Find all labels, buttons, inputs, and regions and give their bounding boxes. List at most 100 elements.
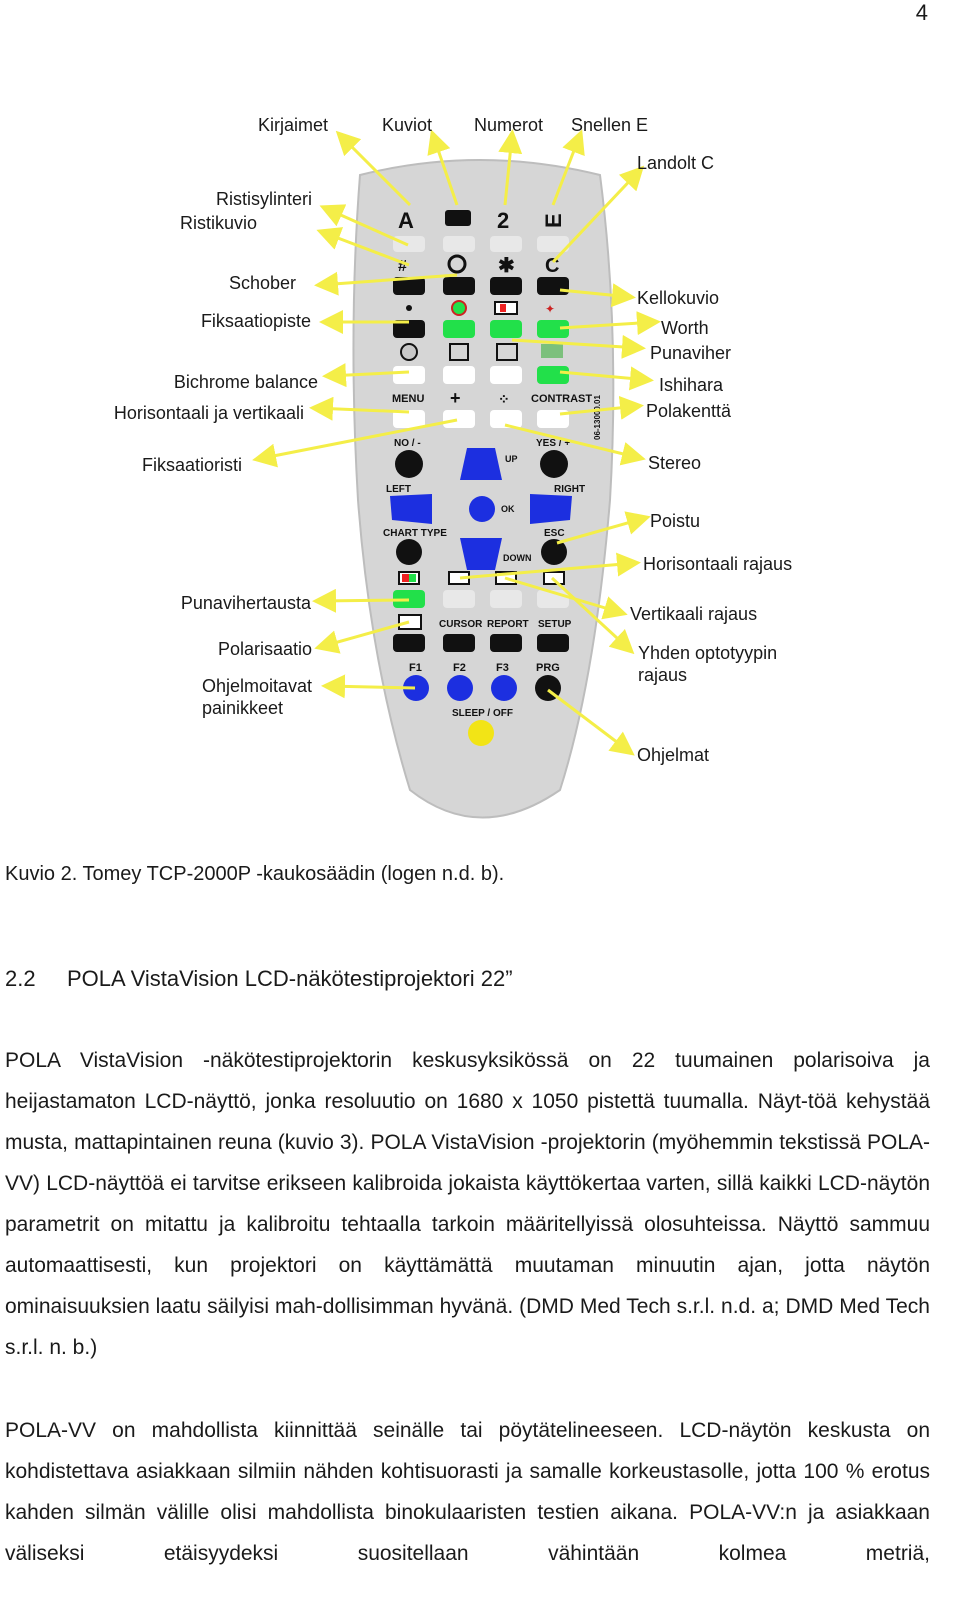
remote-label-left: LEFT [386, 484, 411, 495]
up-key [460, 448, 502, 480]
label-bichrome-balance: Bichrome balance [173, 372, 318, 392]
esc-key [541, 539, 567, 565]
label-ohjelmoitavat: Ohjelmoitavat [202, 676, 313, 696]
remote-control-figure: A 2 E # ✱ C ✦ [113, 115, 793, 819]
remote-label-contrast: CONTRAST [531, 393, 592, 405]
remote-key [537, 320, 569, 338]
label-kellokuvio: Kellokuvio [637, 288, 720, 308]
remote-control-illustration: A 2 E # ✱ C ✦ [252, 129, 661, 819]
label-worth: Worth [661, 318, 709, 338]
remote-key [490, 366, 522, 384]
remote-label-right: RIGHT [554, 484, 585, 495]
remote-label-f1: F1 [409, 662, 422, 674]
bus-glyph [445, 210, 471, 226]
yes-key [540, 450, 568, 478]
label-snellen-e: Snellen E [571, 115, 649, 135]
no-key [395, 450, 423, 478]
remote-label-no: NO / - [394, 438, 421, 449]
glyph-letter-a: A [398, 208, 414, 233]
label-ristisylinteri: Ristisylinteri [215, 189, 312, 209]
section-title: POLA VistaVision LCD-näkötestiprojektori… [67, 966, 513, 991]
remote-label-up: UP [505, 454, 518, 464]
svg-text:+: + [450, 388, 461, 408]
remote-key [443, 366, 475, 384]
remote-label-esc: ESC [544, 528, 565, 539]
remote-key [443, 410, 475, 428]
remote-key [393, 590, 425, 608]
remote-key [393, 366, 425, 384]
svg-text:✱: ✱ [498, 255, 515, 277]
remote-key [490, 590, 522, 608]
label-fiksaatiopiste: Fiksaatiopiste [200, 311, 311, 331]
figure-caption: Kuvio 2. Tomey TCP-2000P -kaukosäädin (l… [5, 863, 505, 885]
label-painikkeet: painikkeet [202, 698, 284, 718]
remote-key [393, 634, 425, 652]
label-poistu: Poistu [650, 511, 701, 531]
remote-label-ok: OK [501, 504, 515, 514]
remote-label-menu: MENU [392, 393, 424, 405]
chart-type-key [396, 539, 422, 565]
remote-label-report: REPORT [487, 619, 529, 630]
remote-label-chart-type: CHART TYPE [383, 528, 447, 539]
cursor-key [443, 634, 475, 652]
remote-key [490, 410, 522, 428]
f2-key [447, 675, 473, 701]
remote-key [443, 590, 475, 608]
remote-key [443, 320, 475, 338]
remote-key [490, 277, 522, 295]
body-paragraph: POLA VistaVision -näkötestiprojektorin k… [5, 1049, 930, 1359]
label-ristikuvio: Ristikuvio [179, 213, 257, 233]
remote-key [393, 277, 425, 295]
label-rajaus: rajaus [638, 665, 688, 685]
remote-key [490, 320, 522, 338]
f1-key [403, 675, 429, 701]
report-key [490, 634, 522, 652]
label-ohjelmat: Ohjelmat [637, 745, 710, 765]
remote-label-prg: PRG [536, 662, 560, 674]
remote-key [443, 277, 475, 295]
label-vertikaali-rajaus: Vertikaali rajaus [630, 604, 758, 624]
remote-label-setup: SETUP [538, 619, 572, 630]
callout-arrows [252, 129, 661, 756]
body-paragraph: POLA-VV on mahdollista kiinnittää seinäl… [5, 1419, 930, 1565]
remote-label-yes: YES / + [536, 438, 570, 449]
remote-label-down: DOWN [503, 553, 532, 563]
down-key [460, 538, 502, 570]
label-landolt-c: Landolt C [637, 153, 715, 173]
sleep-off-key [468, 720, 494, 746]
remote-label-sleep: SLEEP / OFF [452, 708, 513, 719]
label-kuviot: Kuviot [382, 115, 433, 135]
label-schober: Schober [228, 273, 296, 293]
section-number: 2.2 [5, 966, 36, 991]
ok-key [469, 496, 495, 522]
right-key [530, 494, 572, 524]
setup-key [537, 634, 569, 652]
label-numerot: Numerot [474, 115, 544, 135]
glyph-snellen-e: E [541, 213, 566, 228]
label-yhden-optotyypin: Yhden optotyypin [638, 643, 778, 663]
label-horisontaali-ja-vertikaali: Horisontaali ja vertikaali [113, 403, 304, 423]
label-polarisaatio: Polarisaatio [217, 639, 312, 659]
menu-key [393, 410, 425, 428]
remote-label-f3: F3 [496, 662, 509, 674]
label-punavihertausta: Punavihertausta [180, 593, 311, 613]
section-heading: 2.2 POLA VistaVision LCD-näkötestiprojekt… [5, 966, 513, 992]
remote-key [393, 320, 425, 338]
left-key [390, 494, 432, 524]
label-fiksaatioristi: Fiksaatioristi [141, 455, 242, 475]
svg-text:✦: ✦ [545, 302, 555, 316]
label-stereo: Stereo [648, 453, 702, 473]
remote-label-f2: F2 [453, 662, 466, 674]
remote-serial: 06-13000.01 [593, 395, 602, 440]
label-polakentta: Polakenttä [646, 401, 732, 421]
page-number: 4 [915, 0, 928, 25]
f3-key [491, 675, 517, 701]
remote-key [537, 366, 569, 384]
label-punaviher: Punaviher [650, 343, 732, 363]
svg-text:#: # [398, 258, 407, 275]
label-horisontaali-rajaus: Horisontaali rajaus [643, 554, 793, 574]
svg-text:⁘: ⁘ [498, 391, 510, 407]
glyph-number-2: 2 [497, 208, 509, 233]
label-ishihara: Ishihara [659, 375, 724, 395]
label-kirjaimet: Kirjaimet [258, 115, 329, 135]
